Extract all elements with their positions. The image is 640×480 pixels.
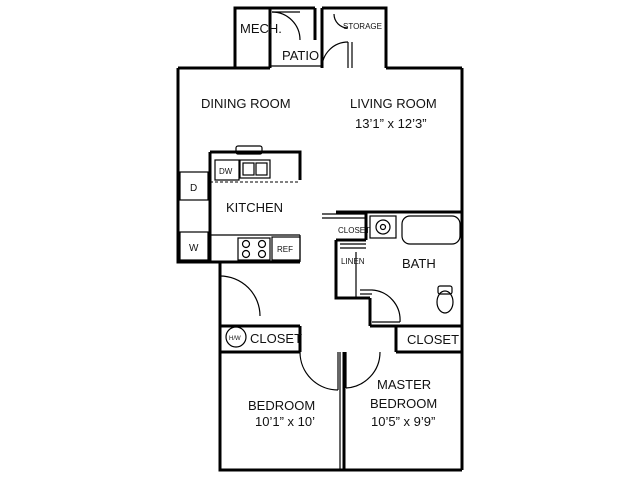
mech-patio-storage: [233, 6, 388, 69]
living-room-dimensions: 13’1” x 12’3”: [355, 116, 427, 131]
storage-label: STORAGE: [343, 22, 382, 31]
master-bedroom-label-2: BEDROOM: [370, 396, 437, 411]
hw-label: H/W: [229, 336, 241, 342]
master-bedroom-label-1: MASTER: [377, 377, 431, 392]
kitchen-area: [179, 145, 302, 317]
linen-label: LINEN: [341, 257, 365, 266]
labels: MECH. PATIO STORAGE DINING ROOM LIVING R…: [189, 21, 459, 429]
bath-sink: [369, 215, 397, 239]
washer: [179, 231, 209, 261]
dryer-label: D: [190, 183, 197, 194]
refrigerator: [271, 236, 301, 261]
refrigerator-label: REF: [277, 245, 293, 254]
living-room-label: LIVING ROOM: [350, 96, 437, 111]
bathtub: [401, 215, 461, 245]
dining-room-label: DINING ROOM: [201, 96, 291, 111]
bedrooms: [220, 324, 462, 470]
bath-area: [322, 210, 462, 326]
small-closet-label: CLOSET: [338, 226, 370, 235]
bedroom-closet-label: CLOSET: [250, 331, 302, 346]
dishwasher-label: DW: [219, 167, 233, 176]
kitchen-label: KITCHEN: [226, 200, 283, 215]
master-closet-label: CLOSET: [407, 332, 459, 347]
kitchen-sink: [239, 159, 271, 179]
master-bedroom-dimensions: 10’5” x 9’9”: [371, 414, 435, 429]
bath-label: BATH: [402, 256, 436, 271]
bedroom-label: BEDROOM: [248, 398, 315, 413]
washer-label: W: [189, 243, 199, 254]
bedroom-dimensions: 10’1” x 10’: [255, 414, 315, 429]
dishwasher: [214, 159, 240, 181]
toilet: [436, 290, 454, 314]
stove: [237, 237, 271, 261]
dryer: [179, 171, 209, 201]
mech-label: MECH.: [240, 21, 282, 36]
water-heater: [225, 326, 247, 348]
patio-label: PATIO: [282, 48, 319, 63]
window: [235, 145, 263, 155]
